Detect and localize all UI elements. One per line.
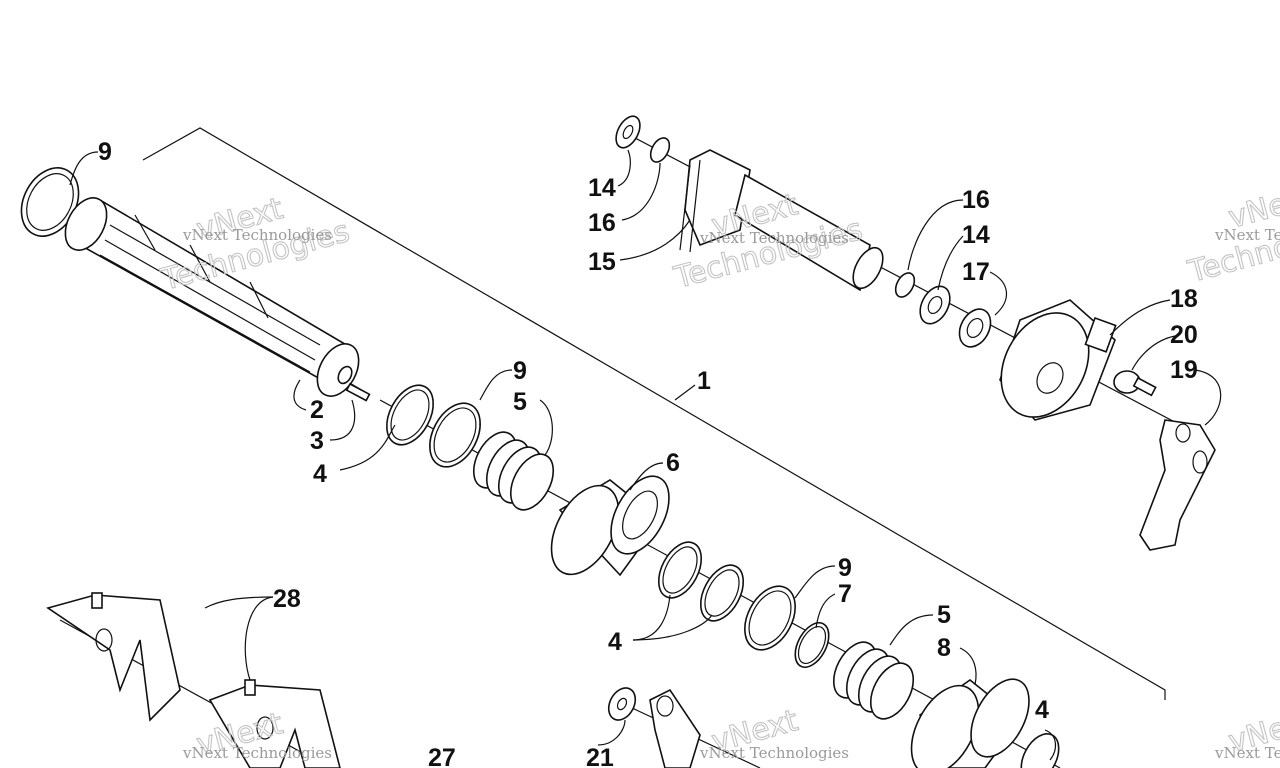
- callout-6: 6: [666, 449, 680, 477]
- callout-9-left: 9: [98, 138, 112, 166]
- bolt-20: [1113, 370, 1157, 397]
- assembly-bracket: [142, 127, 1166, 700]
- shift-drum-2: [64, 197, 360, 397]
- callout-5-a: 5: [513, 388, 527, 416]
- washer-21: [607, 687, 637, 721]
- spring-5-b: [832, 641, 915, 720]
- callout-3: 3: [310, 427, 324, 455]
- watermark-company-1: vNext Technologies: [182, 226, 332, 244]
- ring-9-left: [20, 167, 80, 237]
- callout-20: 20: [1170, 321, 1198, 349]
- watermark-company-3: vNext Technologies: [1214, 226, 1280, 244]
- snap-ring-4-a: [386, 384, 434, 446]
- clip-16-right: [894, 272, 916, 298]
- callout-2: 2: [310, 396, 324, 424]
- callout-28: 28: [273, 585, 301, 613]
- spring-5-a: [472, 431, 555, 511]
- clip-16-top: [649, 137, 671, 163]
- snap-ring-4-b: [657, 541, 703, 599]
- watermark-company-4: vNext Technologies: [182, 744, 332, 762]
- ring-9-b: [429, 402, 481, 468]
- callout-9-b: 9: [513, 357, 527, 385]
- callout-14-right: 14: [962, 221, 990, 249]
- callout-15: 15: [588, 248, 616, 276]
- ring-7: [794, 622, 830, 668]
- collar-6: [550, 475, 670, 577]
- callout-1: 1: [697, 367, 711, 395]
- callout-5-b: 5: [937, 601, 951, 629]
- pin-3: [345, 382, 371, 402]
- watermark-company-5: vNext Technologies: [699, 744, 849, 762]
- washer-14-top: [615, 115, 641, 149]
- callout-4-c: 4: [1035, 696, 1049, 724]
- shift-fork-28-b: [208, 679, 341, 768]
- watermark-company-6: vNext Technologies: [1214, 744, 1280, 762]
- callout-labels: 9 2 3 4 9 5 1 6 9 7 4 5 8 4 14 16 15 16 …: [98, 138, 1198, 768]
- snap-ring-4-c: [699, 564, 745, 622]
- bearing-17: [958, 308, 992, 348]
- callout-16-top: 16: [588, 209, 616, 237]
- callout-18: 18: [1170, 285, 1198, 313]
- bracket-part: [649, 688, 701, 768]
- washer-14-right: [919, 285, 951, 325]
- callout-4-a: 4: [313, 460, 327, 488]
- callout-19: 19: [1170, 356, 1198, 384]
- callout-8: 8: [937, 634, 951, 662]
- gear-shaft-15: [679, 149, 884, 292]
- ring-9-c: [744, 585, 796, 651]
- callout-4-b: 4: [608, 628, 622, 656]
- shift-fork-28-a: [46, 592, 181, 722]
- collar-8: [910, 678, 1030, 768]
- callout-7: 7: [838, 580, 852, 608]
- callout-9-c: 9: [838, 554, 852, 582]
- callout-16-right: 16: [962, 186, 990, 214]
- shift-arm-19: [1139, 419, 1216, 551]
- callout-17: 17: [962, 258, 990, 286]
- callout-21: 21: [586, 744, 614, 768]
- callout-14-top: 14: [588, 174, 616, 202]
- watermark-company-2: vNext Technologies: [699, 229, 849, 247]
- cover-18: [999, 299, 1117, 421]
- leader-lines: [69, 149, 1222, 761]
- callout-27: 27: [428, 744, 456, 768]
